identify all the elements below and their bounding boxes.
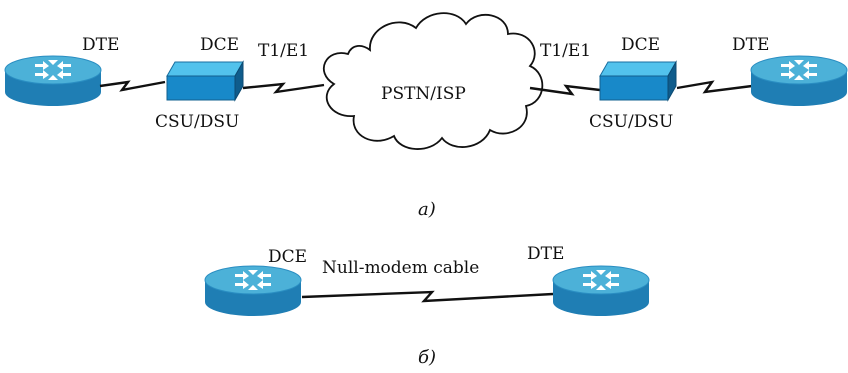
- right-dce-label: DCE: [621, 35, 660, 55]
- dte-label: DTE: [527, 244, 564, 264]
- pstn-isp-cloud: [322, 12, 544, 150]
- left-csu-label: CSU/DSU: [155, 112, 239, 132]
- caption-b: б): [418, 347, 436, 368]
- null-modem-link: [301, 290, 554, 303]
- left-dce-label: DCE: [200, 35, 239, 55]
- left-dte-router-icon: [4, 55, 102, 107]
- left-csu-dsu-icon: [166, 61, 244, 101]
- left-dte-dce-link: [99, 80, 166, 92]
- left-dte-label: DTE: [82, 35, 119, 55]
- right-csu-dsu-icon: [599, 61, 677, 101]
- right-t1-link: [529, 84, 601, 96]
- right-dte-router-icon: [750, 55, 848, 107]
- dce-label: DCE: [268, 247, 307, 267]
- right-csu-label: CSU/DSU: [589, 112, 673, 132]
- dte-router-icon: [552, 265, 650, 317]
- right-dte-label: DTE: [732, 35, 769, 55]
- cloud-label: PSTN/ISP: [381, 84, 466, 104]
- right-dce-dte-link: [676, 80, 753, 94]
- null-modem-label: Null-modem cable: [322, 258, 479, 278]
- dce-router-icon: [204, 265, 302, 317]
- left-t1-label: T1/E1: [258, 41, 309, 61]
- right-t1-label: T1/E1: [540, 41, 591, 61]
- caption-a: а): [418, 199, 436, 220]
- left-t1-link: [242, 82, 325, 94]
